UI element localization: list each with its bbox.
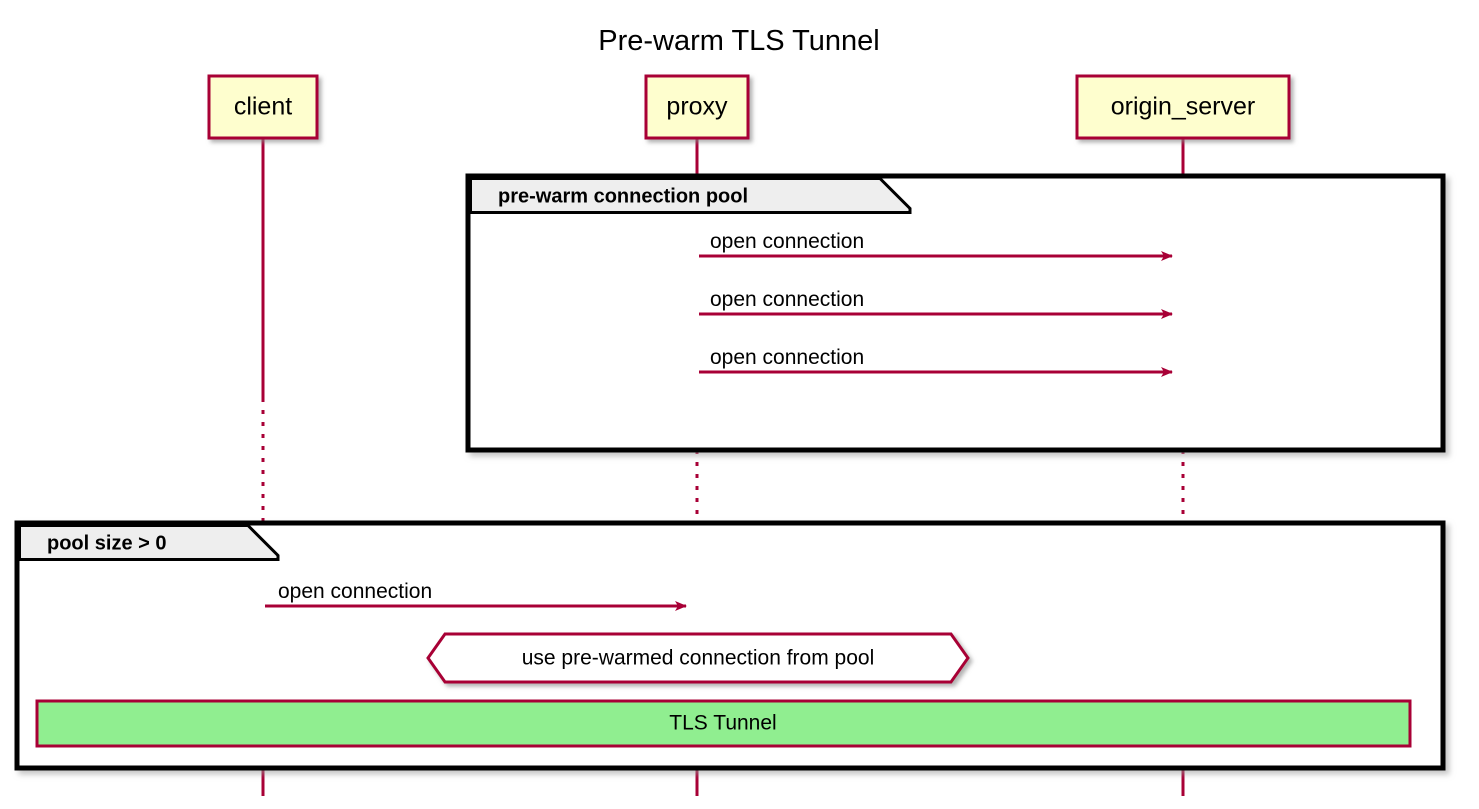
note-use-prewarmed-connection[interactable]: use pre-warmed connection from pool xyxy=(426,632,970,684)
participant-origin-server[interactable]: origin_server xyxy=(1075,74,1291,140)
fragment-pool-size-label: pool size > 0 xyxy=(47,532,166,554)
fragment-prewarm-label-tab xyxy=(469,177,912,214)
tls-tunnel-rect xyxy=(35,699,1412,748)
note-hexagon-shape xyxy=(426,632,970,684)
note-label: use pre-warmed connection from pool xyxy=(522,647,875,670)
fragment-prewarm-label: pre-warm connection pool xyxy=(498,185,748,207)
message-open-connection-4[interactable]: open connection xyxy=(265,580,687,611)
participant-client-box xyxy=(207,74,319,140)
participant-client-label: client xyxy=(234,93,292,121)
participant-proxy-box xyxy=(644,74,750,140)
message-label-open-connection-1: open connection xyxy=(710,230,864,253)
page-title: Pre-warm TLS Tunnel xyxy=(598,25,880,57)
tls-tunnel-label: TLS Tunnel xyxy=(669,712,776,735)
participant-proxy-label: proxy xyxy=(666,93,728,121)
message-label-open-connection-2: open connection xyxy=(710,288,864,311)
message-label-open-connection-4: open connection xyxy=(278,580,432,603)
message-open-connection-2[interactable]: open connection xyxy=(699,288,1173,319)
fragment-pool-size-label-tab xyxy=(18,524,280,561)
message-open-connection-1[interactable]: open connection xyxy=(699,230,1173,261)
participant-proxy[interactable]: proxy xyxy=(644,74,750,140)
participant-origin-server-label: origin_server xyxy=(1111,93,1256,121)
message-label-open-connection-3: open connection xyxy=(710,346,864,369)
message-open-connection-3[interactable]: open connection xyxy=(699,346,1173,377)
participant-client[interactable]: client xyxy=(207,74,319,140)
tls-tunnel-bar[interactable]: TLS Tunnel xyxy=(35,699,1412,748)
participant-origin-server-box xyxy=(1075,74,1291,140)
